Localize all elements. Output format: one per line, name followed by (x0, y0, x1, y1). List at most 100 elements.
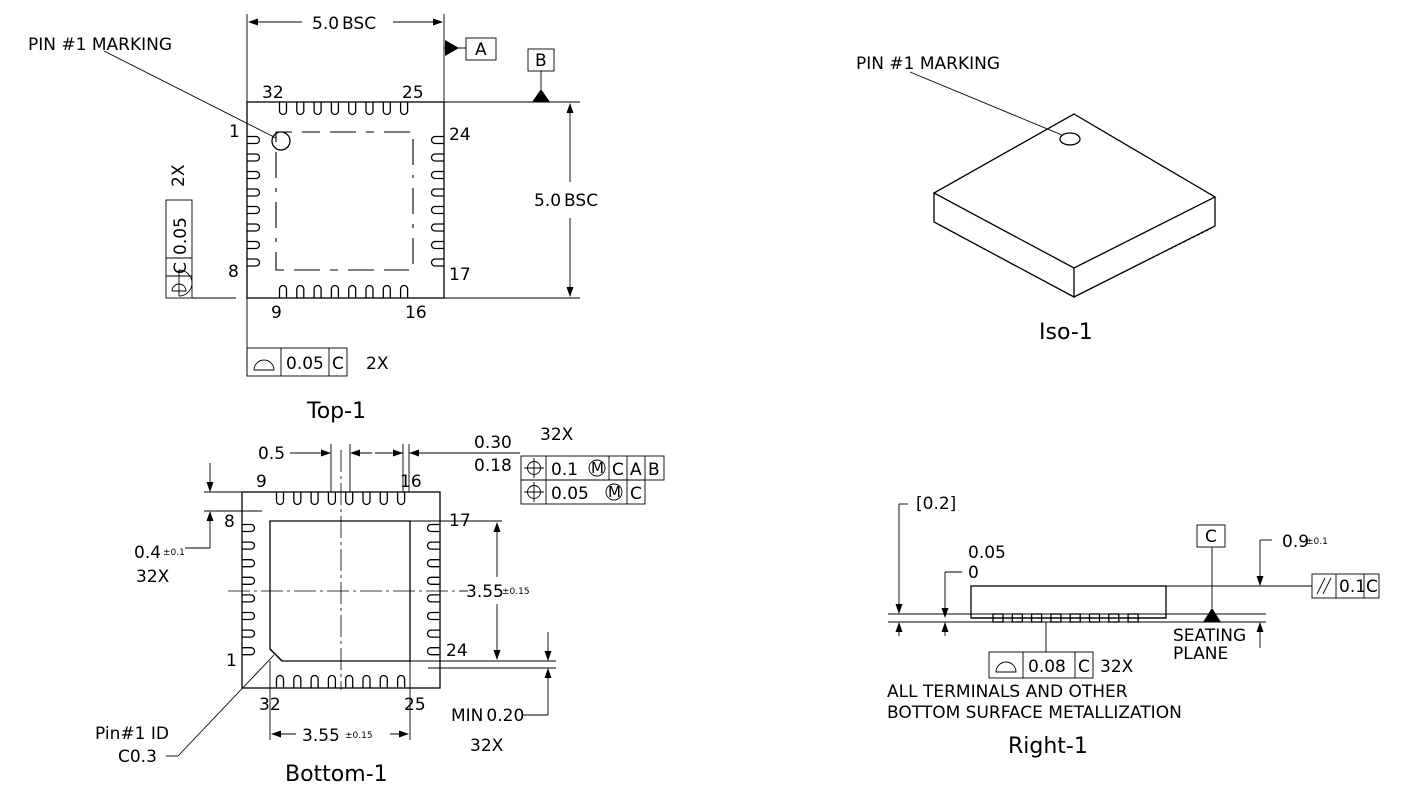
bottom-fcf1-datum-c: C (612, 460, 624, 480)
top-pad-bottom (296, 284, 305, 299)
right-pads (992, 613, 1139, 623)
top-pad-top (313, 101, 322, 116)
right-parallel-value: 0.1 (1339, 577, 1366, 597)
top-pad-top (365, 101, 374, 116)
bottom-pad-top (345, 491, 354, 506)
top-pad-right (430, 135, 445, 145)
right-terminal (1030, 613, 1043, 623)
bottom-pad-bottom (293, 674, 302, 689)
bottom-pad-bottom (275, 674, 285, 689)
bottom-pad-bottom (362, 674, 371, 689)
top-pad-bottom (330, 284, 340, 299)
bottom-pad-top (275, 491, 285, 506)
top-fcf-side-datum: C (171, 262, 191, 274)
right-height-tol: ±0.1 (1306, 537, 1328, 547)
bottom-lead-length-count: 32X (136, 567, 170, 587)
bottom-lead-length: 0.4 (134, 543, 161, 563)
top-pad-right (430, 153, 445, 162)
bottom-pad-right (426, 647, 441, 656)
top-pad-right (430, 170, 445, 180)
top-exposed-pad-hidden-outline (275, 131, 414, 271)
bottom-lead-length-tol: ±0.1 (163, 548, 185, 558)
iso-pin1-label: PIN #1 MARKING (856, 54, 1000, 74)
bottom-pad-height: 3.55 (466, 582, 504, 602)
bottom-pad-bottom (345, 674, 354, 689)
top-pad-left (246, 240, 261, 250)
bottom-pad-bottom (396, 674, 406, 689)
bottom-pad-left (241, 576, 256, 585)
bottom-pad-width: 3.55 (302, 726, 340, 746)
top-pad-right (430, 240, 445, 250)
bottom-pin-9: 9 (256, 472, 267, 492)
top-pad-top (330, 101, 340, 116)
top-pin1-marking (271, 131, 291, 151)
bottom-pad-top (327, 491, 337, 506)
top-pin-32: 32 (262, 83, 284, 103)
iso-left-face (933, 193, 1075, 299)
top-pad-top (348, 101, 357, 116)
right-coplanarity-count: 32X (1100, 657, 1134, 677)
bottom-pad-right (426, 611, 441, 621)
top-pad-top (278, 101, 288, 116)
top-pad-bottom (278, 284, 288, 299)
bottom-pad-top (293, 491, 302, 506)
bottom-pad-right (426, 559, 441, 568)
bottom-fcf1-datum-b: B (648, 460, 660, 480)
top-pad-bottom (382, 284, 391, 299)
datum-a: A (475, 40, 487, 60)
right-view: [0.2] 0.05 0 C SEATING PLANE 0.9 ±0.1 0.… (887, 494, 1380, 759)
top-pad-bottom (313, 284, 322, 299)
right-standoff-max: 0.05 (968, 543, 1006, 563)
right-terminal (1127, 613, 1139, 623)
bottom-pin-8: 8 (224, 512, 235, 532)
right-terminal (1011, 613, 1023, 623)
bottom-pin-17: 17 (449, 511, 471, 531)
bottom-lead-width-max: 0.30 (474, 433, 512, 453)
top-pin-9: 9 (271, 303, 282, 323)
top-pad-top (399, 101, 409, 116)
bottom-pad-left (241, 523, 256, 533)
right-terminal (992, 613, 1004, 623)
top-fcf-side-count: 2X (169, 164, 189, 187)
right-ref-dim: [0.2] (916, 494, 956, 514)
top-fcf-bottom-count: 2X (366, 354, 389, 374)
datum-b: B (535, 51, 547, 71)
right-parallel-datum: C (1366, 577, 1378, 597)
top-pad-bottom (399, 284, 409, 299)
top-pad-bottom (348, 284, 357, 299)
top-fcf-side-value: 0.05 (171, 217, 191, 255)
top-pad-top (382, 101, 391, 116)
right-note-line-2: BOTTOM SURFACE METALLIZATION (887, 703, 1182, 723)
top-package-outline (246, 101, 445, 299)
bottom-fcf1-datum-a: A (630, 460, 642, 480)
bottom-pitch: 0.5 (258, 444, 285, 464)
bottom-pad-top (379, 491, 388, 506)
bottom-pad-right (426, 594, 441, 603)
right-terminal (1069, 613, 1081, 623)
top-pad-bottom (365, 284, 374, 299)
top-pin-25: 25 (402, 83, 424, 103)
bottom-view-caption: Bottom-1 (285, 762, 388, 787)
top-view-caption: Top-1 (306, 399, 366, 424)
bottom-pad-height-tol: ±0.15 (502, 587, 530, 597)
bottom-pin-16: 16 (400, 472, 422, 492)
bottom-view: 0.5 0.30 0.18 32X 0.1 M C A B 0.05 M (95, 425, 665, 787)
bottom-pad-right (426, 523, 441, 533)
top-pad-top (296, 101, 305, 116)
bottom-pin-25: 25 (404, 695, 426, 715)
top-pad-left (246, 258, 261, 267)
bottom-pad-left (241, 647, 256, 656)
top-pad-left (246, 135, 261, 145)
top-pin-8: 8 (228, 262, 239, 282)
right-height: 0.9 (1282, 532, 1309, 552)
top-pad-right (430, 188, 445, 197)
right-standoff-min: 0 (968, 563, 979, 583)
bottom-pin-1: 1 (226, 651, 237, 671)
right-datum-c: C (1205, 527, 1217, 547)
right-coplanarity-value: 0.08 (1028, 657, 1066, 677)
right-package-body (970, 585, 1167, 619)
iso-pin1-marking (1059, 132, 1081, 146)
top-pin-1: 1 (229, 122, 240, 142)
top-pad-right (430, 205, 445, 215)
